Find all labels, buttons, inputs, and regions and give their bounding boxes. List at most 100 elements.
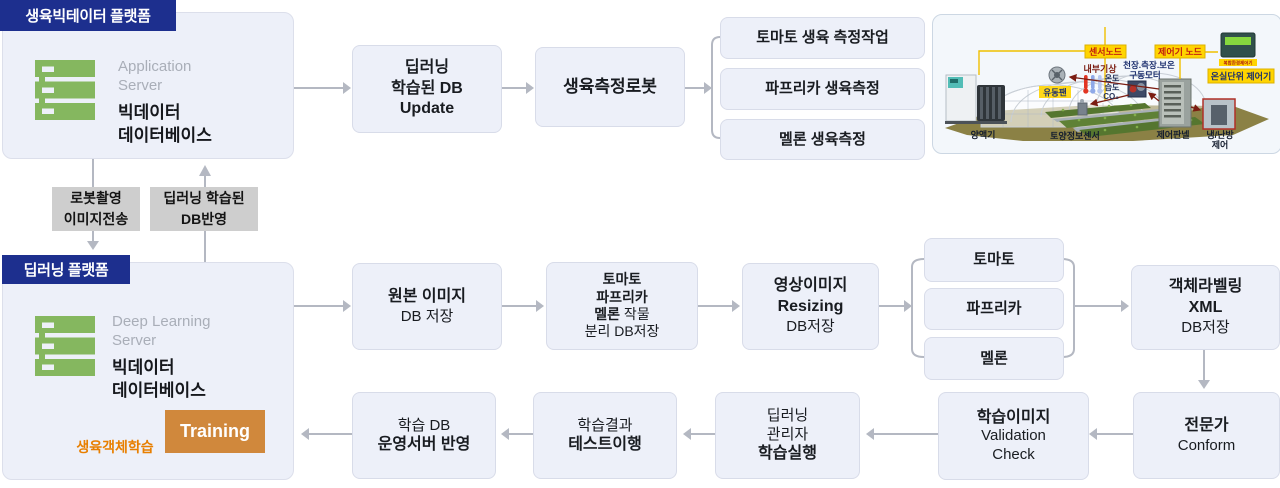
motor-label-line1: 천장.측장.보온 [1123, 60, 1175, 70]
xml-line3: DB저장 [1181, 319, 1230, 337]
app-server-name-line2: 데이터베이스 [118, 126, 212, 145]
box-xml-labeling: 객체라벨링 XML DB저장 [1131, 265, 1280, 350]
drive-motor-icon [1127, 80, 1147, 98]
crop-tomato-label: 토마토 [973, 251, 1015, 269]
dl-server-text: Deep Learning Server 빅데이터 데이터베이스 [112, 312, 210, 402]
growth-robot-label: 생육측정로봇 [563, 77, 657, 97]
indoor-weather-label: 내부기상 [1083, 63, 1117, 74]
resizing-line1: 영상이미지 [773, 277, 848, 295]
sensor-node-label-bg [1084, 44, 1127, 59]
nutrient-label: 양액기 [971, 129, 996, 140]
box-db-update: 딥러닝 학습된 DB Update [352, 45, 502, 133]
fan-label-bg [1039, 86, 1071, 98]
xml-line1: 객체라벨링 [1168, 278, 1243, 296]
separation-line4: 분리 DB저장 [584, 323, 660, 340]
deploy-line2: 운영서버 반영 [377, 435, 471, 453]
validation-line3: Check [992, 445, 1035, 463]
box-crop-tomato: 토마토 [924, 238, 1064, 282]
db-apply-line1: 딥러닝 학습된 [163, 190, 245, 206]
db-update-line1: 딥러닝 [404, 59, 450, 77]
box-expert-conform: 전문가 Conform [1133, 392, 1280, 479]
transfer-label-robot-upload: 로봇촬영 이미지전송 [52, 187, 140, 231]
box-crop-paprika: 파프리카 [924, 288, 1064, 330]
app-server-name-line1: 빅데이터 [118, 103, 181, 122]
box-original-image: 원본 이미지 DB 저장 [352, 263, 502, 350]
soil-sensor-device [1077, 99, 1088, 116]
co2-label: CO₂ [1103, 92, 1119, 101]
dl-server-name-line1: 빅데이터 [112, 358, 175, 377]
transfer-label-db-apply: 딥러닝 학습된 DB반영 [150, 187, 258, 231]
yellow-links [978, 27, 1218, 101]
robot-upload-line1: 로봇촬영 [70, 190, 122, 206]
db-update-line2: 학습된 DB [391, 79, 463, 97]
server-icon [35, 60, 95, 120]
separation-line2: 파프리카 [596, 288, 648, 305]
dl-server-type-line1: Deep Learning [112, 313, 211, 330]
run-line3: 학습실행 [758, 445, 817, 463]
resizing-line3: DB저장 [786, 318, 835, 336]
training-note: 생육객체학습 [76, 439, 154, 455]
box-image-resizing: 영상이미지 Resizing DB저장 [742, 263, 879, 350]
dl-server-name-line2: 데이터베이스 [112, 381, 206, 400]
run-line2: 관리자 [766, 425, 809, 443]
box-task-paprika: 파프리카 생육측정 [720, 68, 925, 110]
unit-controller-device [1219, 32, 1257, 66]
test-line1: 학습결과 [577, 416, 633, 434]
validation-line2: Validation [981, 427, 1046, 445]
box-task-tomato: 토마토 생육 측정작업 [720, 17, 925, 59]
hvac-label-line1: 냉/난방 [1206, 129, 1234, 140]
crop-melon-label: 멜론 [980, 349, 1008, 367]
validation-line1: 학습이미지 [976, 408, 1051, 426]
separation-line1: 토마토 [602, 271, 642, 288]
controller-node-label: 제어기 노드 [1158, 46, 1203, 57]
box-learning-db-deploy: 학습 DB 운영서버 반영 [352, 392, 496, 479]
controller-node-label-bg [1154, 44, 1206, 59]
task-tomato-label: 토마토 생육 측정작업 [756, 29, 889, 47]
dl-server-icon [35, 316, 95, 376]
hvac-photo [1202, 98, 1236, 130]
motor-label-line2: 구동모터 [1129, 70, 1160, 80]
separation-line3: 멜론 작물 [594, 306, 649, 323]
conform-line2: Conform [1177, 437, 1236, 455]
app-server-type-line1: Application [118, 58, 192, 75]
run-line1: 딥러닝 [766, 407, 809, 425]
app-server-text: Application Server 빅데이터 데이터베이스 [118, 57, 212, 147]
task-melon-label: 멜론 생육측정 [779, 130, 866, 148]
box-crop-melon: 멜론 [924, 337, 1064, 380]
box-test-execution: 학습결과 테스트이행 [533, 392, 677, 479]
box-validation-check: 학습이미지 Validation Check [938, 392, 1089, 480]
xml-line2: XML [1188, 298, 1223, 316]
training-label: Training [179, 421, 250, 441]
box-learning-run: 딥러닝 관리자 학습실행 [715, 392, 860, 479]
crop-paprika-label: 파프리카 [966, 300, 1022, 318]
resizing-line2: Resizing [777, 297, 844, 315]
greenhouse-illustration: 센서노드 제어기 노드 온실단위 제어기 복합환경제어기 내부기상 천장.측장.… [932, 14, 1280, 154]
task-paprika-label: 파프리카 생육측정 [765, 80, 880, 98]
training-box: Training [165, 410, 265, 453]
box-growth-robot: 생육측정로봇 [535, 47, 685, 127]
growth-platform-badge-label: 생육빅테이터 플랫폼 [25, 8, 151, 25]
greenhouse-scene: 센서노드 제어기 노드 온실단위 제어기 복합환경제어기 내부기상 천장.측장.… [945, 27, 1275, 150]
separation-line3-rest: 작물 [620, 306, 650, 322]
thermometer-icons [1083, 75, 1103, 94]
unit-controller-label-bg [1207, 68, 1275, 84]
deep-platform-badge: 딥러닝 플랫폼 [2, 255, 130, 284]
deep-platform-badge-label: 딥러닝 플랫폼 [23, 262, 109, 279]
circulation-fan-icon [1048, 66, 1066, 84]
nutrient-machine [945, 74, 1007, 124]
test-line2: 테스트이행 [568, 435, 642, 453]
app-server-type-line2: Server [118, 77, 163, 94]
box-task-melon: 멜론 생육측정 [720, 119, 925, 160]
hvac-label-line2: 제어 [1212, 139, 1229, 150]
db-update-line3: Update [399, 100, 455, 118]
original-line1: 원본 이미지 [387, 287, 467, 305]
original-line2: DB 저장 [400, 308, 454, 326]
deploy-line1: 학습 DB [397, 416, 451, 434]
box-crop-separation: 토마토 파프리카 멜론 작물 분리 DB저장 [546, 262, 698, 350]
separation-line3-bold: 멜론 [594, 306, 621, 322]
humidity-label: 습도 [1105, 82, 1120, 92]
conform-line1: 전문가 [1184, 416, 1229, 434]
control-panel-label: 제어판넬 [1156, 129, 1189, 140]
control-cabinet [1158, 78, 1192, 128]
